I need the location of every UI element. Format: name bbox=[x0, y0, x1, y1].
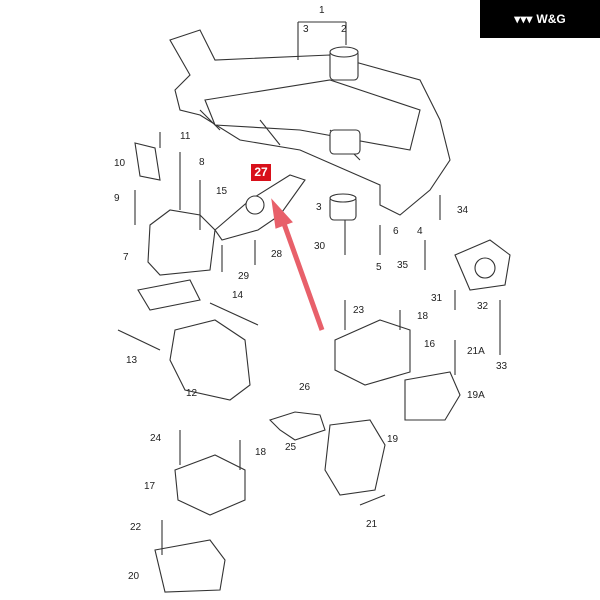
callout-label: 26 bbox=[299, 382, 311, 393]
callout-label: 29 bbox=[238, 271, 250, 282]
brand-logo-icon: ▾▾▾ bbox=[514, 12, 533, 26]
callout-label: 28 bbox=[271, 249, 283, 260]
right-mounts-drawing bbox=[154, 195, 511, 593]
callout-label: 18 bbox=[255, 447, 267, 458]
subframe-drawing bbox=[169, 29, 451, 221]
callout-label: 1 bbox=[319, 5, 325, 16]
left-mount-drawing bbox=[117, 132, 259, 401]
brand-logo-text: W&G bbox=[536, 12, 566, 26]
callout-label: 5 bbox=[376, 262, 382, 273]
callout-label: 10 bbox=[114, 158, 126, 169]
highlighted-part-label: 27 bbox=[251, 164, 271, 181]
callout-label: 7 bbox=[123, 252, 129, 263]
callout-label: 30 bbox=[314, 241, 326, 252]
callout-label: 17 bbox=[144, 481, 156, 492]
callout-label: 31 bbox=[431, 293, 443, 304]
callout-label: 33 bbox=[496, 361, 508, 372]
callout-label: 2 bbox=[341, 24, 347, 35]
callout-label: 16 bbox=[424, 339, 436, 350]
callout-label: 35 bbox=[397, 260, 409, 271]
callout-label: 21 bbox=[366, 519, 378, 530]
callout-label: 3 bbox=[316, 202, 322, 213]
callout-label: 15 bbox=[216, 186, 228, 197]
callout-label: 14 bbox=[232, 290, 244, 301]
callout-label: 25 bbox=[285, 442, 297, 453]
callout-label: 9 bbox=[114, 193, 120, 204]
callout-label: 24 bbox=[150, 433, 162, 444]
callout-label: 22 bbox=[130, 522, 142, 533]
callout-label: 4 bbox=[417, 226, 423, 237]
callout-label: 20 bbox=[128, 571, 140, 582]
callout-label: 8 bbox=[199, 157, 205, 168]
callout-label: 13 bbox=[126, 355, 138, 366]
callout-label: 6 bbox=[393, 226, 399, 237]
callout-label: 34 bbox=[457, 205, 469, 216]
callout-label: 11 bbox=[180, 131, 191, 142]
highlight-arrow bbox=[271, 198, 325, 331]
callout-label: 3 bbox=[303, 24, 309, 35]
callout-label: 12 bbox=[186, 388, 198, 399]
callout-label: 32 bbox=[477, 301, 489, 312]
callout-label: 21A bbox=[467, 346, 485, 357]
callout-label: 19 bbox=[387, 434, 399, 445]
brand-badge: ▾▾▾ W&G bbox=[480, 0, 600, 38]
callout-label: 19A bbox=[467, 390, 485, 401]
callout-label: 23 bbox=[353, 305, 365, 316]
torque-arm-drawing bbox=[214, 174, 306, 272]
callout-label: 18 bbox=[417, 311, 429, 322]
